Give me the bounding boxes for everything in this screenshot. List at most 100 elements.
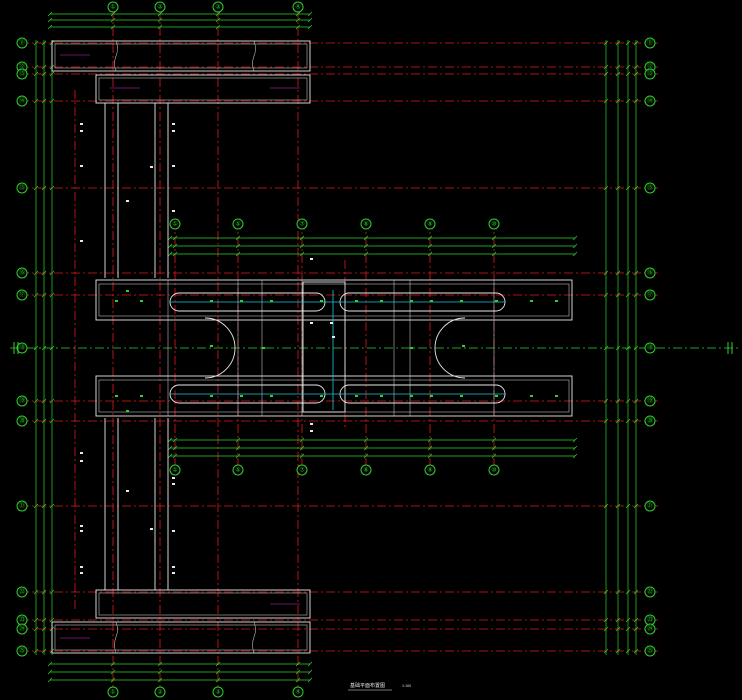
axis-bubble-right: ㉔	[644, 623, 656, 635]
dimension-tick	[625, 589, 631, 595]
annotation-mark	[320, 300, 323, 302]
annotation-mark	[150, 166, 153, 168]
dimension-tick	[633, 648, 639, 654]
dimension-tick	[172, 445, 178, 451]
axis-bubble-icon	[16, 68, 28, 80]
dimension-tick	[41, 40, 47, 46]
axis-label: ③	[215, 689, 220, 696]
dimension-tick	[47, 661, 53, 667]
annotation-mark	[80, 525, 83, 527]
dimension-tick	[157, 669, 163, 675]
annotation-mark	[210, 345, 213, 347]
axis-label: ⑪	[647, 39, 653, 47]
annotation-mark	[80, 530, 83, 532]
dimension-tick	[47, 17, 53, 23]
axis-bubble-left: ㉑	[16, 500, 28, 512]
axis-bubble-icon	[424, 218, 436, 230]
axis-bubble-right: ⑪	[644, 37, 656, 49]
dimension-tick	[172, 453, 178, 459]
annotation-mark	[555, 300, 558, 302]
axis-label: ①	[110, 4, 115, 11]
annotation-mark	[240, 395, 243, 397]
dimension-tick	[603, 589, 609, 595]
dimension-tick	[299, 243, 305, 249]
dimension-tick	[633, 418, 639, 424]
axis-label: ④	[295, 689, 300, 696]
axis-bubble-right: ⑱	[644, 342, 656, 354]
annotation-mark	[262, 347, 265, 349]
axis-label: ㉔	[19, 625, 25, 633]
annotation-mark	[210, 395, 213, 397]
dimension-tick	[41, 589, 47, 595]
annotation-mark	[80, 452, 83, 454]
dimension-tick	[625, 345, 631, 351]
annotation-mark	[172, 123, 175, 125]
dimension-tick	[299, 437, 305, 443]
axis-label: ㉔	[647, 625, 653, 633]
dimension-tick	[157, 661, 163, 667]
axis-label: ⑭	[647, 97, 653, 105]
axis-bubble-icon	[232, 218, 244, 230]
axis-label: ㉒	[647, 588, 653, 596]
axis-label: ⑰	[647, 291, 653, 299]
dimension-tick	[49, 292, 55, 298]
axis-bubble-icon	[296, 218, 308, 230]
annotation-mark	[115, 300, 118, 302]
dimension-tick	[167, 243, 173, 249]
dimension-tick	[491, 445, 497, 451]
dimension-tick	[33, 64, 39, 70]
dimension-tick	[41, 626, 47, 632]
axis-label: ⑦	[299, 221, 305, 228]
axis-bubble-icon	[16, 645, 28, 657]
annotation-mark	[140, 300, 143, 302]
annotation-mark	[80, 460, 83, 462]
dimension-tick	[299, 251, 305, 257]
dimension-tick	[172, 251, 178, 257]
dimension-tick	[307, 677, 313, 683]
axis-label: ③	[215, 4, 220, 11]
axis-label: ⑯	[19, 269, 25, 277]
axis-bubble-icon	[644, 68, 656, 80]
axis-bubble-right: ㉕	[644, 645, 656, 657]
axis-label: ⑳	[19, 417, 25, 425]
dimension-tick	[49, 398, 55, 404]
dimension-tick	[625, 185, 631, 191]
cyan-grid-lines	[170, 290, 505, 410]
dimension-tick	[603, 185, 609, 191]
dimension-tick	[363, 235, 369, 241]
vertical-axis-lines	[74, 10, 495, 690]
dimension-tick	[235, 445, 241, 451]
axis-bubble-bottom: ③	[212, 686, 224, 698]
axis-bubble-icon	[644, 342, 656, 354]
annotation-mark	[410, 395, 413, 397]
dimension-tick	[625, 503, 631, 509]
annotation-mark	[126, 290, 129, 292]
annotation-mark	[320, 395, 323, 397]
dimension-tick	[110, 17, 116, 23]
axis-bubble-bottom: ④	[292, 686, 304, 698]
axis-bubble-icon	[16, 289, 28, 301]
annotation-mark	[495, 395, 498, 397]
axis-bubble-right: ㉒	[644, 586, 656, 598]
dimension-tick	[491, 235, 497, 241]
dimension-tick	[603, 418, 609, 424]
axis-label: ㉕	[647, 647, 653, 655]
axis-label: ⑨	[427, 221, 432, 228]
annotation-mark	[310, 322, 313, 324]
dimension-tick	[235, 251, 241, 257]
dimension-tick	[157, 677, 163, 683]
dimension-tick	[427, 243, 433, 249]
dimension-tick	[157, 17, 163, 23]
axis-label: ㉑	[19, 502, 25, 510]
annotation-mark	[460, 300, 463, 302]
axis-bubble-mid-bottom: ①	[169, 464, 181, 476]
axis-bubble-icon	[644, 289, 656, 301]
dimension-tick	[41, 64, 47, 70]
annotation-mark	[310, 430, 313, 432]
dimension-tick	[307, 24, 313, 30]
dimension-tick	[615, 345, 621, 351]
annotation-dots	[80, 123, 558, 574]
